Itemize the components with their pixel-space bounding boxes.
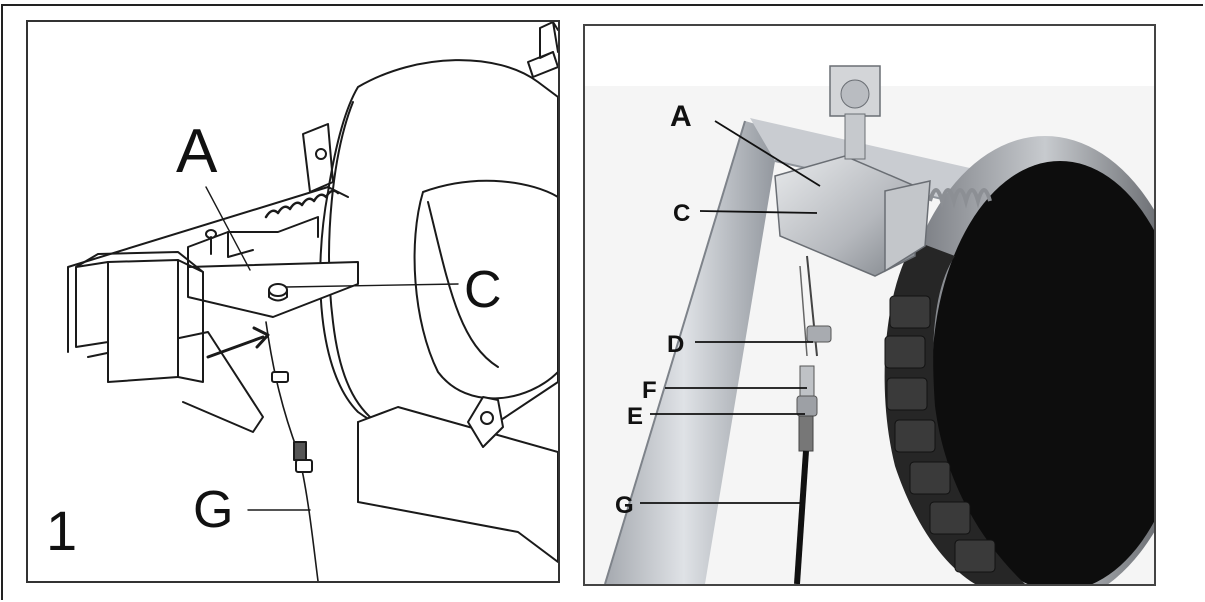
left-block-2: [107, 259, 179, 383]
leader-c: [285, 283, 459, 288]
nut-e: [796, 395, 818, 417]
line-drawing-panel: A C G 1: [26, 20, 560, 583]
line-drawing: A C G 1: [46, 22, 558, 581]
photo-illustration: A C D F E G: [585, 26, 1154, 584]
brake-cable: [265, 321, 319, 581]
leader-a: [714, 120, 821, 187]
nut-f: [799, 365, 815, 397]
label-d: D: [667, 331, 684, 358]
figure-number: 1: [46, 499, 77, 562]
label-e: E: [627, 403, 643, 430]
foot-plate: [357, 406, 558, 563]
flywheel-face: [932, 161, 1154, 584]
side-lug: [467, 396, 504, 448]
spring: [264, 189, 340, 219]
tab-top: [302, 123, 334, 193]
leader-c: [699, 210, 818, 214]
leader-a: [205, 186, 251, 271]
label-g: G: [615, 492, 634, 519]
label-a: A: [176, 117, 218, 186]
label-c: C: [464, 261, 502, 319]
direction-arrow: [206, 335, 265, 359]
hub-arc: [427, 201, 499, 368]
label-g: G: [193, 481, 233, 539]
flywheel-inner: [413, 179, 558, 400]
label-c: C: [673, 200, 690, 227]
brake-cable: [794, 450, 809, 584]
knob-c: [268, 283, 288, 297]
adjuster-d: [806, 325, 832, 343]
label-f: F: [642, 377, 657, 404]
frame-tube-left: [605, 121, 780, 584]
left-block-1: [75, 261, 109, 348]
photo-panel: A C D F E G: [583, 24, 1156, 586]
label-a: A: [670, 100, 692, 133]
flywheel-rim: [328, 101, 394, 433]
outer-frame: [1, 4, 1203, 600]
spring: [928, 188, 992, 209]
frame-tube-top: [750, 118, 1005, 211]
